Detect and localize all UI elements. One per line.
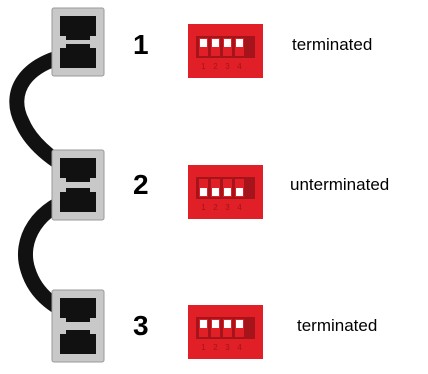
switch-number: 3 [225,62,230,71]
state-label-2: unterminated [290,175,390,194]
switch-number: 2 [213,62,218,71]
state-label-3: terminated [297,316,378,335]
switch-lever [200,320,207,328]
switch-lever [224,320,231,328]
switch-lever [200,188,207,196]
switch-lever [236,188,243,196]
rj45-port-icon [60,188,96,212]
switch-lever [212,188,219,196]
rj45-port-icon [60,16,96,40]
node-number-2: 2 [133,169,149,200]
switch-lever [236,39,243,47]
switch-number: 3 [225,343,230,352]
switch-lever [212,39,219,47]
switch-number: 1 [201,62,206,71]
jack-stack-1 [51,7,105,77]
switch-number: 3 [225,203,230,212]
jack-stack-3 [51,289,105,363]
switch-number: 1 [201,343,206,352]
rj45-port-icon [60,330,96,354]
jack-stack-2 [51,149,105,221]
rj45-port-icon [60,158,96,182]
switch-number: 4 [237,203,242,212]
switch-lever [224,188,231,196]
switch-number: 4 [237,62,242,71]
switch-number: 1 [201,203,206,212]
switch-lever [212,320,219,328]
switch-lever [200,39,207,47]
rj45-port-icon [60,44,96,68]
node-number-1: 1 [133,29,149,60]
switch-lever [224,39,231,47]
node-number-3: 3 [133,310,149,341]
switch-number: 4 [237,343,242,352]
switch-number: 2 [213,343,218,352]
state-label-1: terminated [292,35,373,54]
rj45-port-icon [60,298,96,322]
switch-lever [236,320,243,328]
switch-number: 2 [213,203,218,212]
